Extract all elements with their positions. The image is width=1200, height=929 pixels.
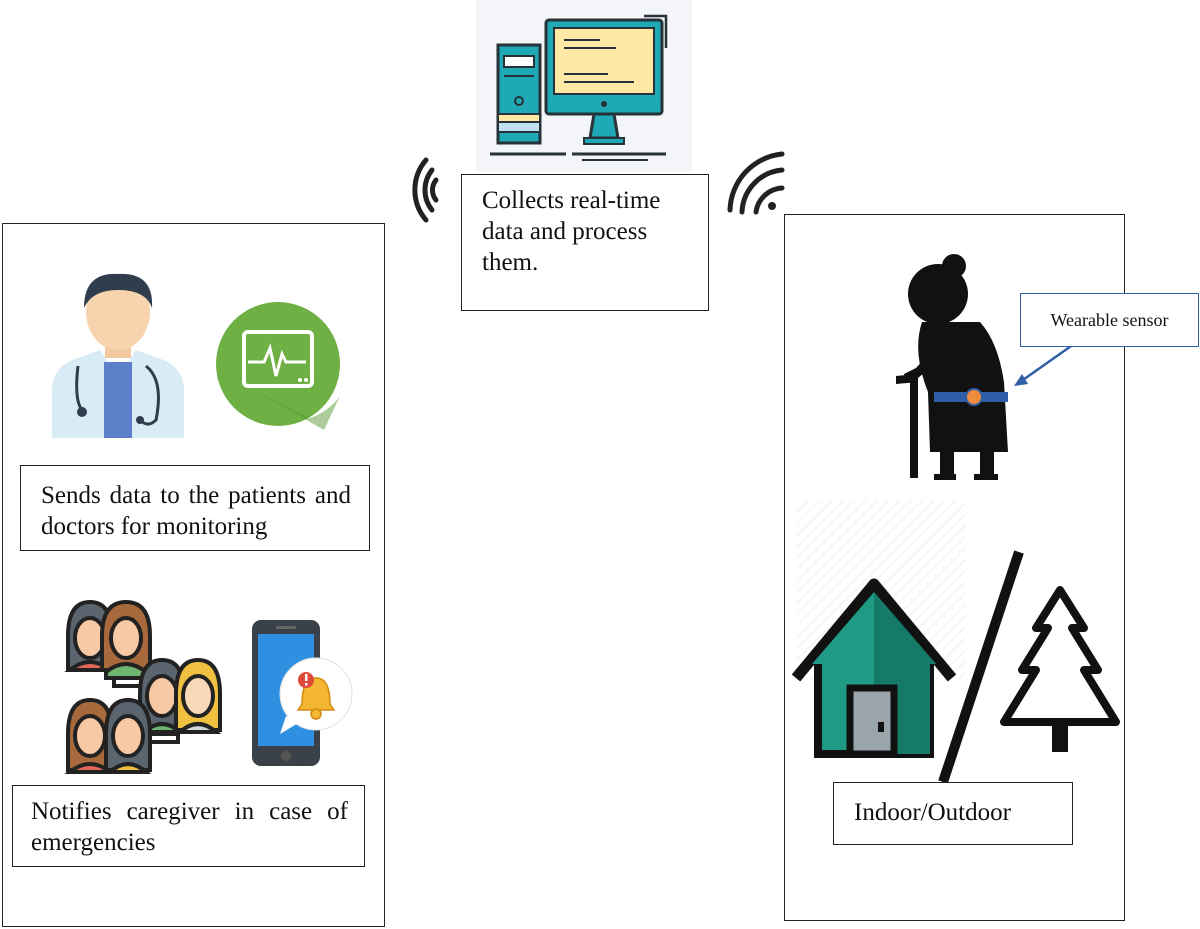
location-caption: Indoor/Outdoor — [854, 799, 1011, 826]
server-caption: Collects real-time data and process them… — [482, 187, 661, 276]
divider-slash — [938, 550, 1024, 784]
caregivers-group-icon — [64, 599, 222, 774]
notify-caption-box: Notifies caregiver in case of emergencie… — [12, 785, 365, 867]
sensor-callout: Wearable sensor — [1020, 293, 1199, 347]
server-caption-box: Collects real-time data and process them… — [461, 174, 709, 311]
phone-alert-icon — [252, 620, 353, 766]
elderly-person-icon — [896, 254, 1008, 480]
doctor-icon — [52, 273, 184, 438]
desktop-computer-icon — [490, 14, 668, 161]
computer-illustration — [476, 0, 692, 172]
heart-monitor-icon — [216, 302, 340, 430]
monitoring-caption-box: Sends data to the patients and doctors f… — [20, 465, 370, 551]
house-icon — [791, 578, 957, 758]
location-caption-box: Indoor/Outdoor — [833, 782, 1073, 845]
monitoring-caption: Sends data to the patients and doctors f… — [41, 482, 351, 540]
wireless-signal-icon — [412, 157, 439, 223]
sensor-callout-label: Wearable sensor — [1050, 309, 1169, 330]
callout-arrow — [1014, 342, 1075, 386]
tree-icon — [1000, 586, 1120, 752]
notify-caption: Notifies caregiver in case of emergencie… — [31, 798, 348, 856]
wireless-signal-icon — [727, 151, 785, 215]
